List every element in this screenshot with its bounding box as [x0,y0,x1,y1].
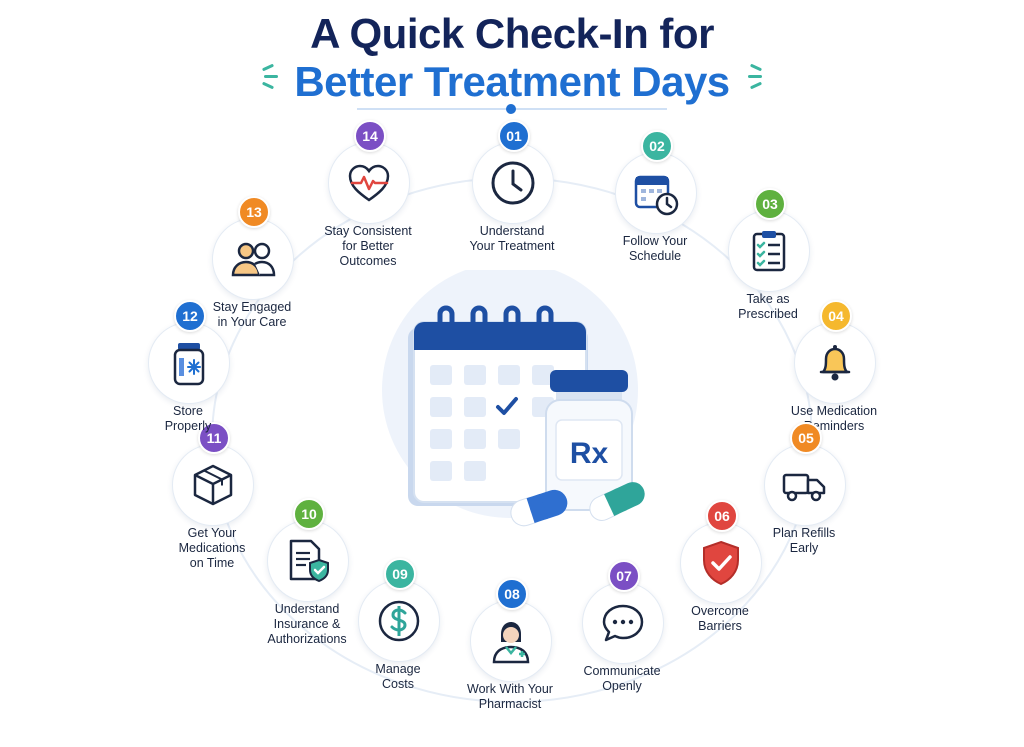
step-icon-circle [582,582,664,664]
step-label: Use Medication Reminders [790,404,878,433]
step-label: Take as Prescribed [738,292,798,321]
step-label: Manage Costs [375,662,421,691]
step-number-badge: 03 [754,188,786,220]
step-label: Stay Engaged in Your Care [212,300,292,329]
bell-icon [819,345,851,381]
step-number-badge: 12 [174,300,206,332]
step-icon-circle [212,218,294,300]
step-number-badge: 01 [498,120,530,152]
shield-check-icon [703,540,739,586]
people-icon [231,242,276,277]
step-number-badge: 04 [820,300,852,332]
step-label: Communicate Openly [583,664,661,693]
step-label: Overcome Barriers [691,604,749,633]
calendar-medication-illustration: Rx [382,270,645,527]
step-number-badge: 10 [293,498,325,530]
step-number-badge: 08 [496,578,528,610]
step-number-badge: 02 [641,130,673,162]
dollar-icon [378,600,420,642]
step-icon-circle [794,322,876,404]
step-label: Follow Your Schedule [622,234,688,263]
clock-icon [491,161,535,205]
step-label: Work With Your Pharmacist [467,682,553,711]
rx-label: Rx [570,437,609,470]
title-divider-dot [506,104,516,114]
step-icon-circle [148,322,230,404]
step-number-badge: 11 [198,422,230,454]
step-label: Plan Refills Early [772,526,836,555]
step-icon-circle [472,142,554,224]
step-icon-circle [267,520,349,602]
step-label: Understand Your Treatment [469,224,555,253]
step-label: Store Properly [164,404,212,433]
step-number-badge: 09 [384,558,416,590]
delivery-truck-icon [782,473,826,502]
step-number-badge: 06 [706,500,738,532]
step-icon-circle [728,210,810,292]
step-icon-circle [358,580,440,662]
clipboard-checklist-icon [752,231,786,272]
chat-bubble-icon [602,604,644,642]
step-label: Stay Consistent for Better Outcomes [324,224,412,268]
step-number-badge: 14 [354,120,386,152]
heart-pulse-icon [348,164,390,202]
insurance-document-icon [289,539,329,583]
step-icon-circle [615,152,697,234]
step-number-badge: 05 [790,422,822,454]
step-label: Get Your Medications on Time [178,526,246,570]
title-line-1: A Quick Check-In for [310,10,714,57]
step-number-badge: 13 [238,196,270,228]
cold-storage-bottle-icon [173,343,205,386]
step-icon-circle [328,142,410,224]
step-icon-circle [172,444,254,526]
calendar-clock-icon [634,175,679,216]
step-number-badge: 07 [608,560,640,592]
step-label: Understand Insurance & Authorizations [267,602,347,646]
step-icon-circle [470,600,552,682]
title-line-2: Better Treatment Days [294,58,730,105]
package-box-icon [193,464,233,506]
step-icon-circle [764,444,846,526]
step-icon-circle [680,522,762,604]
pharmacist-icon [492,622,530,664]
